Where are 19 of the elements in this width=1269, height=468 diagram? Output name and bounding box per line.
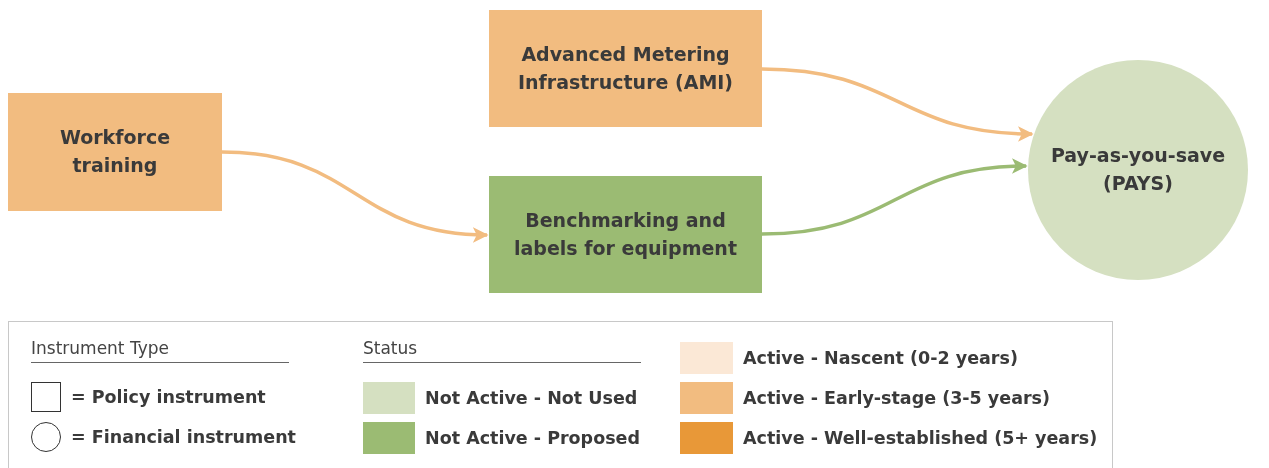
legend-label: = Financial instrument: [71, 427, 296, 447]
curved-arrow: [761, 67, 1034, 142]
legend-heading: Instrument Type: [31, 338, 289, 363]
legend-label: Active - Well-established (5+ years): [743, 428, 1098, 448]
node-label: Workforce training: [58, 125, 172, 178]
instrument-box: [8, 93, 222, 211]
legend-heading: Status: [363, 338, 641, 363]
instrument-box: [489, 10, 762, 127]
instrument-box: [489, 176, 762, 293]
curved-arrow: [761, 158, 1028, 236]
legend-label: = Policy instrument: [71, 387, 266, 407]
legend-label: Active - Nascent (0-2 years): [743, 348, 1018, 368]
node-label: Advanced Metering Infrastructure (AMI): [516, 41, 735, 95]
legend-label: Not Active - Proposed: [425, 428, 640, 448]
legend-label: Not Active - Not Used: [425, 388, 638, 408]
curved-arrow: [221, 150, 489, 243]
node-label: Pay-as-you-save (PAYS): [1049, 143, 1227, 196]
legend-label: Active - Early-stage (3-5 years): [743, 388, 1050, 408]
node-label: Benchmarking and labels for equipment: [513, 207, 738, 261]
